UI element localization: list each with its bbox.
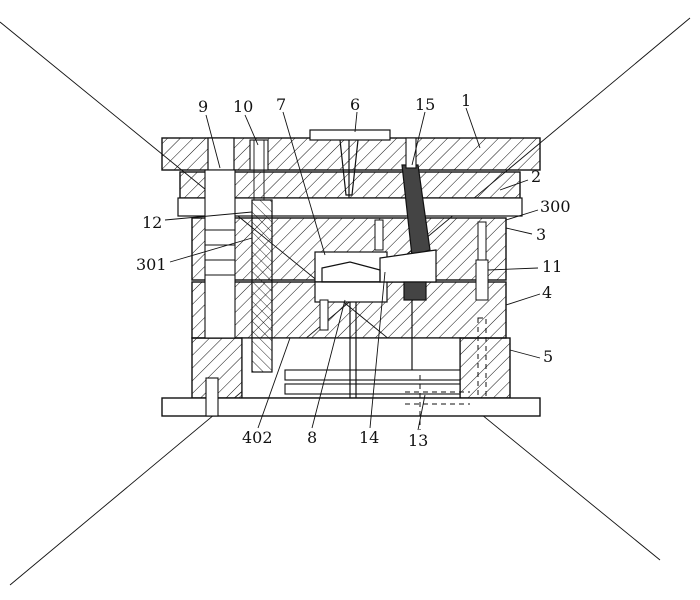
callout-301: 301 bbox=[136, 255, 167, 274]
angled-pin bbox=[401, 137, 431, 257]
callout-11: 11 bbox=[542, 257, 562, 276]
callout-15: 15 bbox=[415, 95, 435, 114]
callout-4: 4 bbox=[542, 283, 552, 302]
callout-13: 13 bbox=[408, 431, 428, 450]
callout-3: 3 bbox=[536, 225, 546, 244]
callout-5: 5 bbox=[543, 347, 553, 366]
top-clamp-plate bbox=[161, 137, 541, 171]
callout-10: 10 bbox=[233, 97, 253, 116]
callout-6: 6 bbox=[350, 95, 360, 114]
ejector-pins bbox=[349, 300, 413, 398]
callout-12: 12 bbox=[142, 213, 162, 232]
left-bolt bbox=[249, 139, 269, 200]
screws bbox=[205, 219, 489, 417]
leader-lines bbox=[164, 107, 541, 431]
callout-8: 8 bbox=[307, 428, 317, 447]
callout-402: 402 bbox=[242, 428, 273, 447]
bottom-clamp-plate bbox=[161, 397, 541, 417]
guide-pillar bbox=[204, 169, 236, 339]
callout-9: 9 bbox=[198, 97, 208, 116]
long-guide-pin bbox=[251, 199, 273, 373]
callout-labels: 9 10 7 6 15 1 2 300 3 11 4 5 12 301 402 … bbox=[136, 91, 571, 450]
core-plate bbox=[191, 281, 507, 339]
cavity-plate bbox=[191, 217, 507, 283]
callout-1: 1 bbox=[461, 91, 471, 110]
molded-part bbox=[321, 261, 381, 283]
callout-14: 14 bbox=[359, 428, 379, 447]
ejector-plates bbox=[284, 369, 461, 395]
callout-300: 300 bbox=[540, 197, 571, 216]
callout-7: 7 bbox=[276, 95, 286, 114]
callout-2: 2 bbox=[531, 167, 541, 186]
